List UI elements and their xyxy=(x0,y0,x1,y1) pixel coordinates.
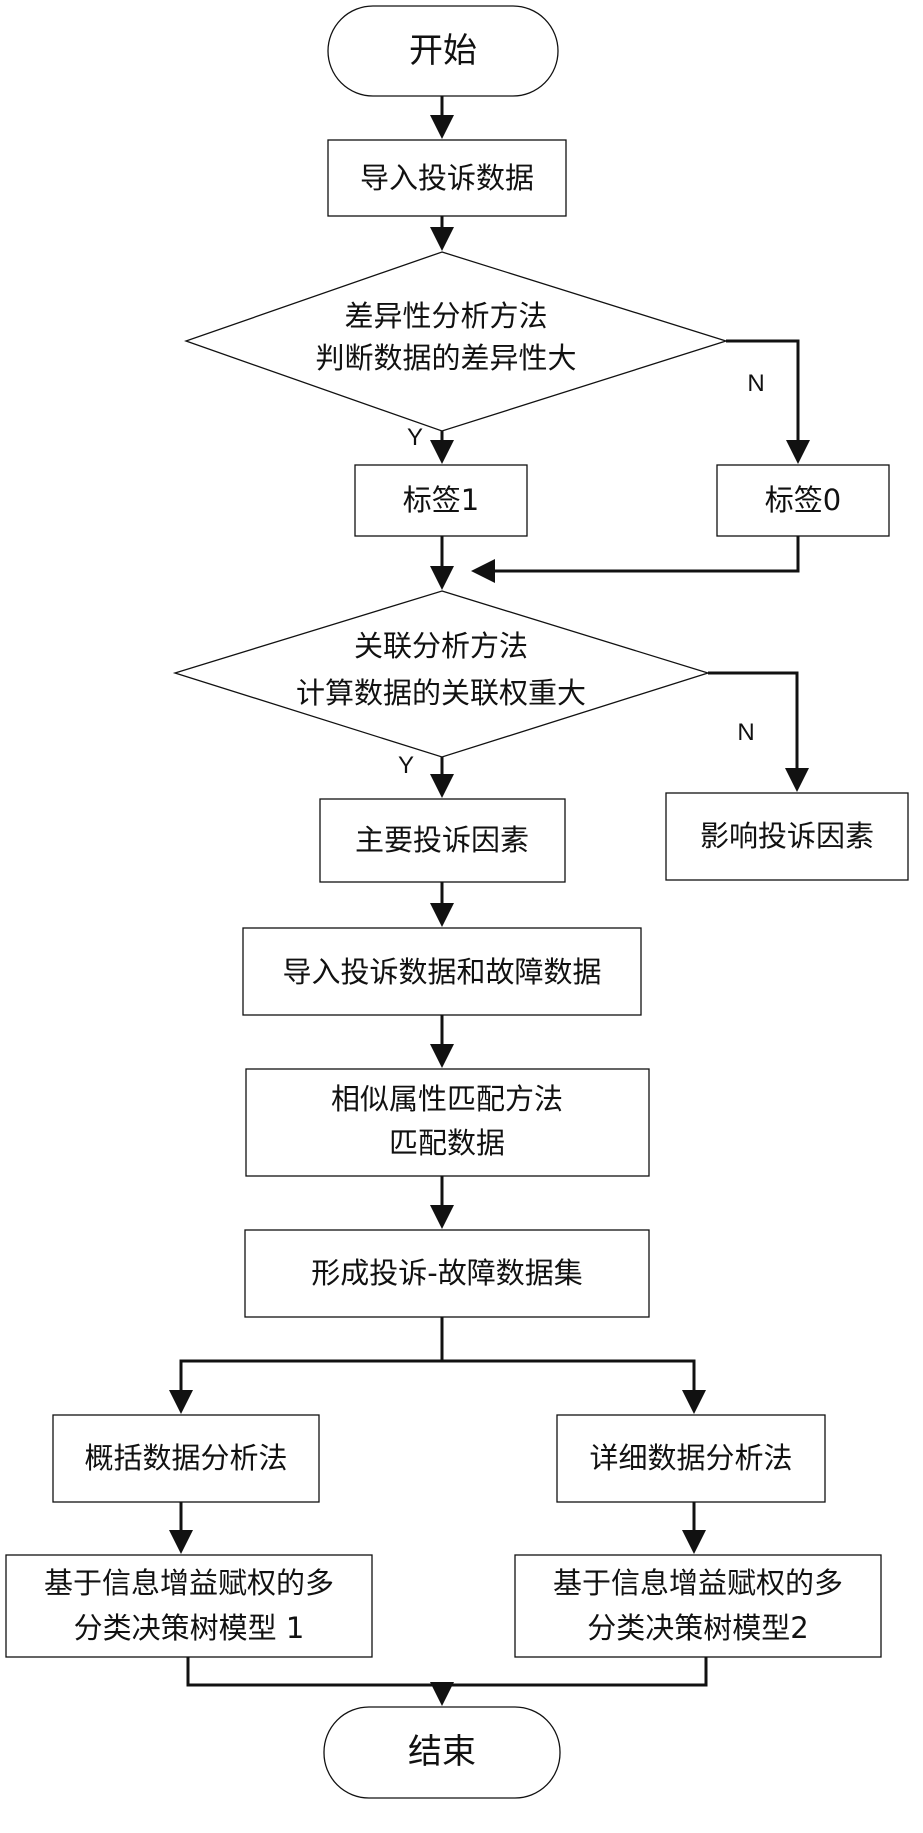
influence-factors-box xyxy=(665,792,909,881)
line-model1-to-merge xyxy=(186,1657,708,1687)
model-1-line2: 分类决策树模型 1 xyxy=(73,1611,305,1645)
arrow-decision-no-to-label0 xyxy=(726,339,810,464)
similar-attribute-match-box xyxy=(245,1068,650,1177)
arrow-label0-merge xyxy=(471,536,800,583)
model-1-line1: 基于信息增益赋权的多 xyxy=(43,1566,335,1600)
arrow-split-to-detailed xyxy=(442,1359,706,1414)
detailed-analysis-box xyxy=(556,1414,826,1503)
summary-analysis-label: 概括数据分析法 xyxy=(84,1441,288,1475)
model-2-box xyxy=(514,1554,882,1658)
similar-attribute-match-line1: 相似属性匹配方法 xyxy=(330,1082,564,1116)
model-2-line2: 分类决策树模型2 xyxy=(587,1611,809,1645)
end-label: 结束 xyxy=(408,1732,476,1772)
main-factors-label: 主要投诉因素 xyxy=(354,823,530,857)
model-2-line1: 基于信息增益赋权的多 xyxy=(552,1566,844,1600)
detailed-analysis-label: 详细数据分析法 xyxy=(589,1441,793,1475)
arrow-split-to-summary xyxy=(169,1359,442,1414)
label-0-text: 标签0 xyxy=(764,483,842,517)
label-0-box xyxy=(716,464,890,537)
similar-attribute-match-line2: 匹配数据 xyxy=(388,1126,506,1160)
edge-label-yes-difference: Y xyxy=(406,424,424,451)
form-dataset-box xyxy=(244,1229,650,1318)
edge-label-yes-correlation: Y xyxy=(397,752,415,779)
form-dataset-label: 形成投诉-故障数据集 xyxy=(311,1256,583,1290)
influence-factors-label: 影响投诉因素 xyxy=(699,819,875,853)
import-complaint-fault-label: 导入投诉数据和故障数据 xyxy=(282,955,602,989)
summary-analysis-box xyxy=(52,1414,320,1503)
correlation-decision-line2: 计算数据的关联权重大 xyxy=(295,676,587,710)
edge-label-no-correlation: N xyxy=(737,719,755,746)
label-1-text: 标签1 xyxy=(402,483,480,517)
correlation-decision-line1: 关联分析方法 xyxy=(353,629,529,663)
edge-label-no-difference: N xyxy=(747,370,765,397)
start-label: 开始 xyxy=(409,31,477,71)
import-complaints-label: 导入投诉数据 xyxy=(359,161,535,195)
import-complaints-box xyxy=(327,139,567,217)
difference-decision-line2: 判断数据的差异性大 xyxy=(315,341,577,375)
end-terminal xyxy=(323,1706,561,1799)
difference-decision-line1: 差异性分析方法 xyxy=(344,299,548,333)
arrow-correlation-no-to-influence xyxy=(708,671,809,792)
